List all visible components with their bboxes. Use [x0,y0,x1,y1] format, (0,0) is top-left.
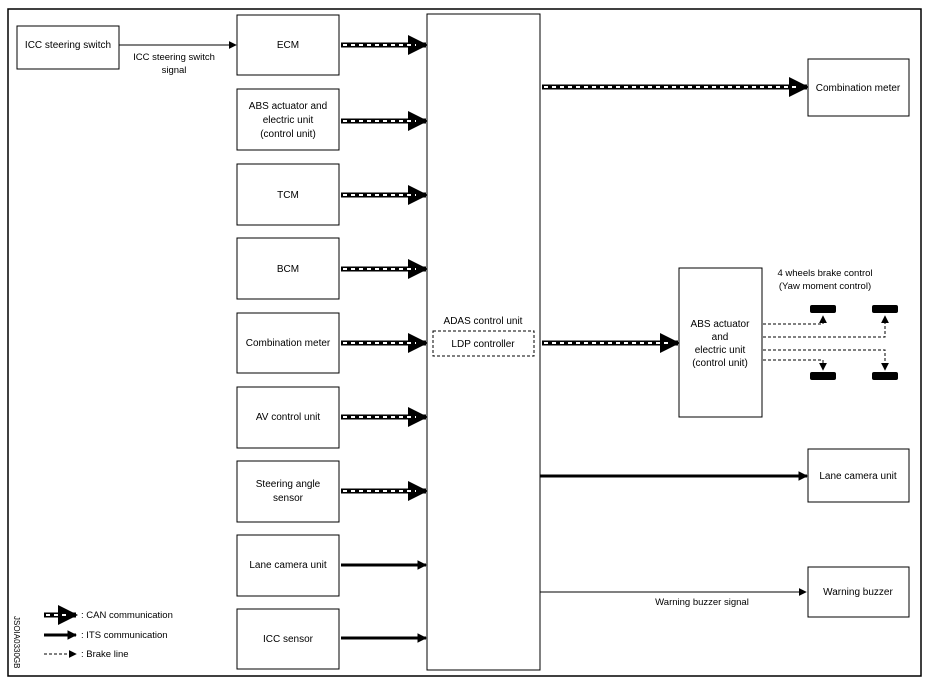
wheel-rear-right [872,372,898,380]
abs-right-label-1: ABS actuator [691,319,751,330]
icc-sensor-label: ICC sensor [263,634,314,645]
bcm-box: BCM [236,237,340,300]
abs-left-label-2: electric unit [263,115,314,126]
legend-can-label: : CAN communication [81,610,173,621]
abs-left-label-3: (control unit) [260,129,316,140]
figure-code: JSOIA0330GB [12,616,21,668]
combination-meter-right-box: Combination meter [807,58,910,117]
wheel-front-right [872,305,898,313]
tcm-box: TCM [236,163,340,226]
legend-brake-label: : Brake line [81,649,129,660]
combination-meter-left-label: Combination meter [246,338,331,349]
steering-angle-label-2: sensor [273,493,304,504]
warning-buzzer-label: Warning buzzer [823,587,893,598]
steering-angle-sensor-box: Steering angle sensor [236,460,340,523]
legend-its-label: : ITS communication [81,630,168,641]
ldp-controller-label: LDP controller [451,339,515,350]
ecm-box: ECM [236,14,340,76]
combination-meter-left-box: Combination meter [236,312,340,374]
abs-right-label-4: (control unit) [692,358,748,369]
combination-meter-right-label: Combination meter [816,83,901,94]
ecm-label: ECM [277,40,299,51]
wheel-front-left [810,305,836,313]
lane-camera-left-label: Lane camera unit [249,560,326,571]
icc-sensor-box: ICC sensor [236,608,340,670]
ldp-controller-box: LDP controller [432,330,535,357]
icc-steering-switch-label: ICC steering switch [25,40,111,51]
brake-lines [763,315,889,371]
abs-right-label-2: and [712,332,729,343]
icc-steering-switch-box: ICC steering switch [16,25,120,70]
legend: : CAN communication : ITS communication … [44,605,173,660]
brake-control-label-1: 4 wheels brake control [777,268,872,279]
figure-frame [7,8,922,677]
av-control-unit-box: AV control unit [236,386,340,449]
lane-camera-right-label: Lane camera unit [819,471,896,482]
wheel-rear-left [810,372,836,380]
lane-camera-unit-right-box: Lane camera unit [807,448,910,503]
icc-switch-signal-label-1: ICC steering switch [133,52,215,63]
icc-switch-signal-label-2: signal [162,65,187,76]
lane-camera-unit-left-box: Lane camera unit [236,534,340,597]
abs-actuator-left-box: ABS actuator and electric unit (control … [236,88,340,151]
brake-control-label-2: (Yaw moment control) [779,281,871,292]
av-control-unit-label: AV control unit [256,412,321,423]
steering-angle-label-1: Steering angle [256,479,321,490]
abs-actuator-right-box: ABS actuator and electric unit (control … [678,267,763,418]
abs-right-label-3: electric unit [695,345,746,356]
abs-left-label-1: ABS actuator and [249,101,327,112]
tcm-label: TCM [277,190,299,201]
warning-buzzer-signal-label: Warning buzzer signal [655,597,749,608]
bcm-label: BCM [277,264,299,275]
adas-control-unit-label: ADAS control unit [444,316,523,327]
warning-buzzer-box: Warning buzzer [807,566,910,618]
